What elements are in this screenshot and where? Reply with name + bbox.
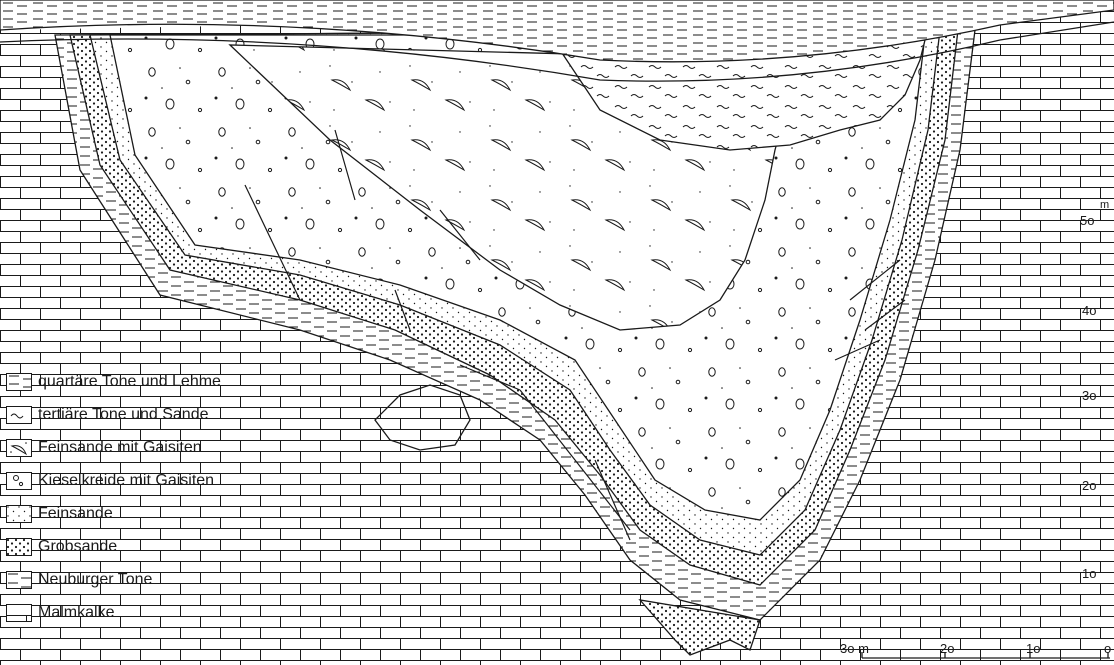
legend-label: quartäre Tone und Lehme xyxy=(38,373,221,391)
legend-label: Grobsande xyxy=(38,538,117,556)
dashes-swatch-icon xyxy=(6,571,32,589)
bricks-swatch-icon xyxy=(6,604,32,622)
depth-tick-20: 2o xyxy=(1082,478,1096,493)
legend-item-malmkalke: Malmkalke xyxy=(6,601,114,625)
depth-tick-40: 4o xyxy=(1082,303,1096,318)
legend-item-feinsande: Feinsande xyxy=(6,502,113,526)
legend-item-quartaere: quartäre Tone und Lehme xyxy=(6,370,221,394)
lenses-swatch-icon xyxy=(6,439,32,457)
legend-item-kieselkreide: Kieselkreide mit Gaisiten xyxy=(6,469,214,493)
legend-label: Malmkalke xyxy=(38,604,114,622)
waves-swatch-icon xyxy=(6,406,32,424)
coarse-dots-swatch-icon xyxy=(6,538,32,556)
legend-item-tertiaere: tertiäre Tone und Sande xyxy=(6,403,209,427)
fine-dots-swatch-icon xyxy=(6,505,32,523)
legend-label: Kieselkreide mit Gaisiten xyxy=(38,472,214,490)
legend-label: tertiäre Tone und Sande xyxy=(38,406,209,424)
scale-label-0: o xyxy=(1104,641,1111,656)
legend-item-neuburger: Neuburger Tone xyxy=(6,568,152,592)
legend-item-grobsande: Grobsande xyxy=(6,535,117,559)
depth-tick-10: 1o xyxy=(1082,566,1096,581)
scale-label-30m: 3o m xyxy=(840,641,869,656)
legend-item-feinsande-gaisiten: Feinsande mit Gaisiten xyxy=(6,436,202,460)
depth-tick-50: 5o xyxy=(1080,213,1094,228)
scale-label-10: 1o xyxy=(1026,641,1040,656)
depth-axis-unit: m xyxy=(1100,199,1109,211)
scale-label-20: 2o xyxy=(940,641,954,656)
dashes-swatch-icon xyxy=(6,373,32,391)
legend-label: Neuburger Tone xyxy=(38,571,152,589)
pebbles-swatch-icon xyxy=(6,472,32,490)
legend-label: Feinsande mit Gaisiten xyxy=(38,439,202,457)
depth-tick-30: 3o xyxy=(1082,388,1096,403)
legend-label: Feinsande xyxy=(38,505,113,523)
